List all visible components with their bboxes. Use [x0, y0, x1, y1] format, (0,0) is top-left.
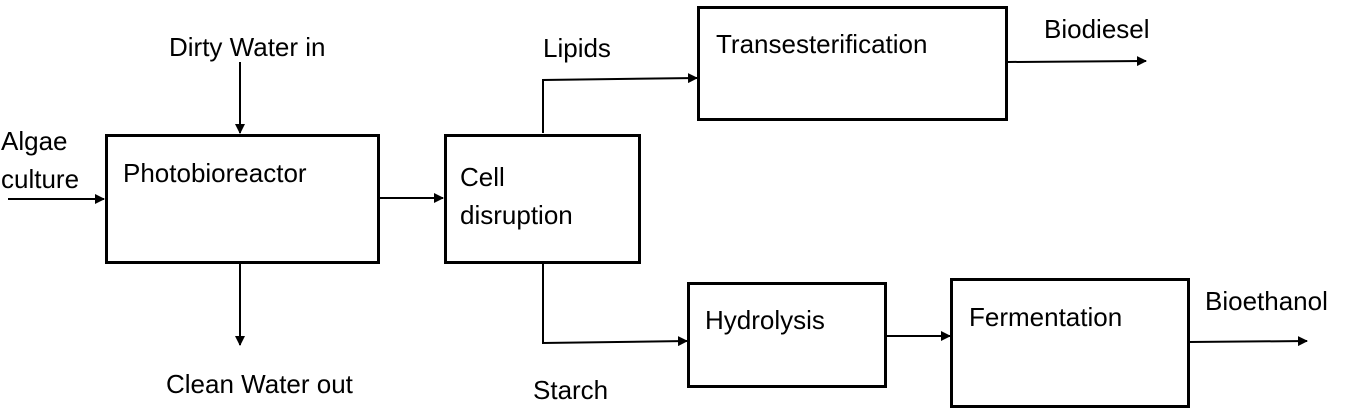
transesterification-label: Transesterification	[716, 29, 928, 59]
transesterification-box	[697, 6, 1008, 121]
cell-disruption-label: Cell disruption	[460, 162, 573, 230]
starch-label: Starch	[533, 375, 609, 405]
hydrolysis-box	[687, 282, 887, 388]
algae-culture-label: Algae culture	[1, 126, 80, 194]
lipids-path-arrow	[542, 73, 698, 133]
clean-water-out-label: Clean Water out	[166, 369, 353, 399]
photobioreactor-box	[105, 134, 380, 264]
dirty-water-in-label: Dirty Water in	[169, 32, 326, 62]
hydrolysis-label: Hydrolysis	[705, 305, 825, 335]
fermentation-label: Fermentation	[969, 302, 1123, 332]
bioethanol-label: Bioethanol	[1205, 286, 1328, 316]
bioethanol-arrow	[1188, 336, 1308, 347]
lipids-label: Lipids	[543, 33, 611, 63]
cell-disruption-box	[444, 134, 641, 264]
photobioreactor-label: Photobioreactor	[123, 158, 307, 188]
starch-path-arrow	[542, 263, 688, 347]
fermentation-box	[950, 278, 1190, 408]
biodiesel-label: Biodiesel	[1044, 14, 1150, 44]
biodiesel-arrow	[1007, 56, 1147, 67]
